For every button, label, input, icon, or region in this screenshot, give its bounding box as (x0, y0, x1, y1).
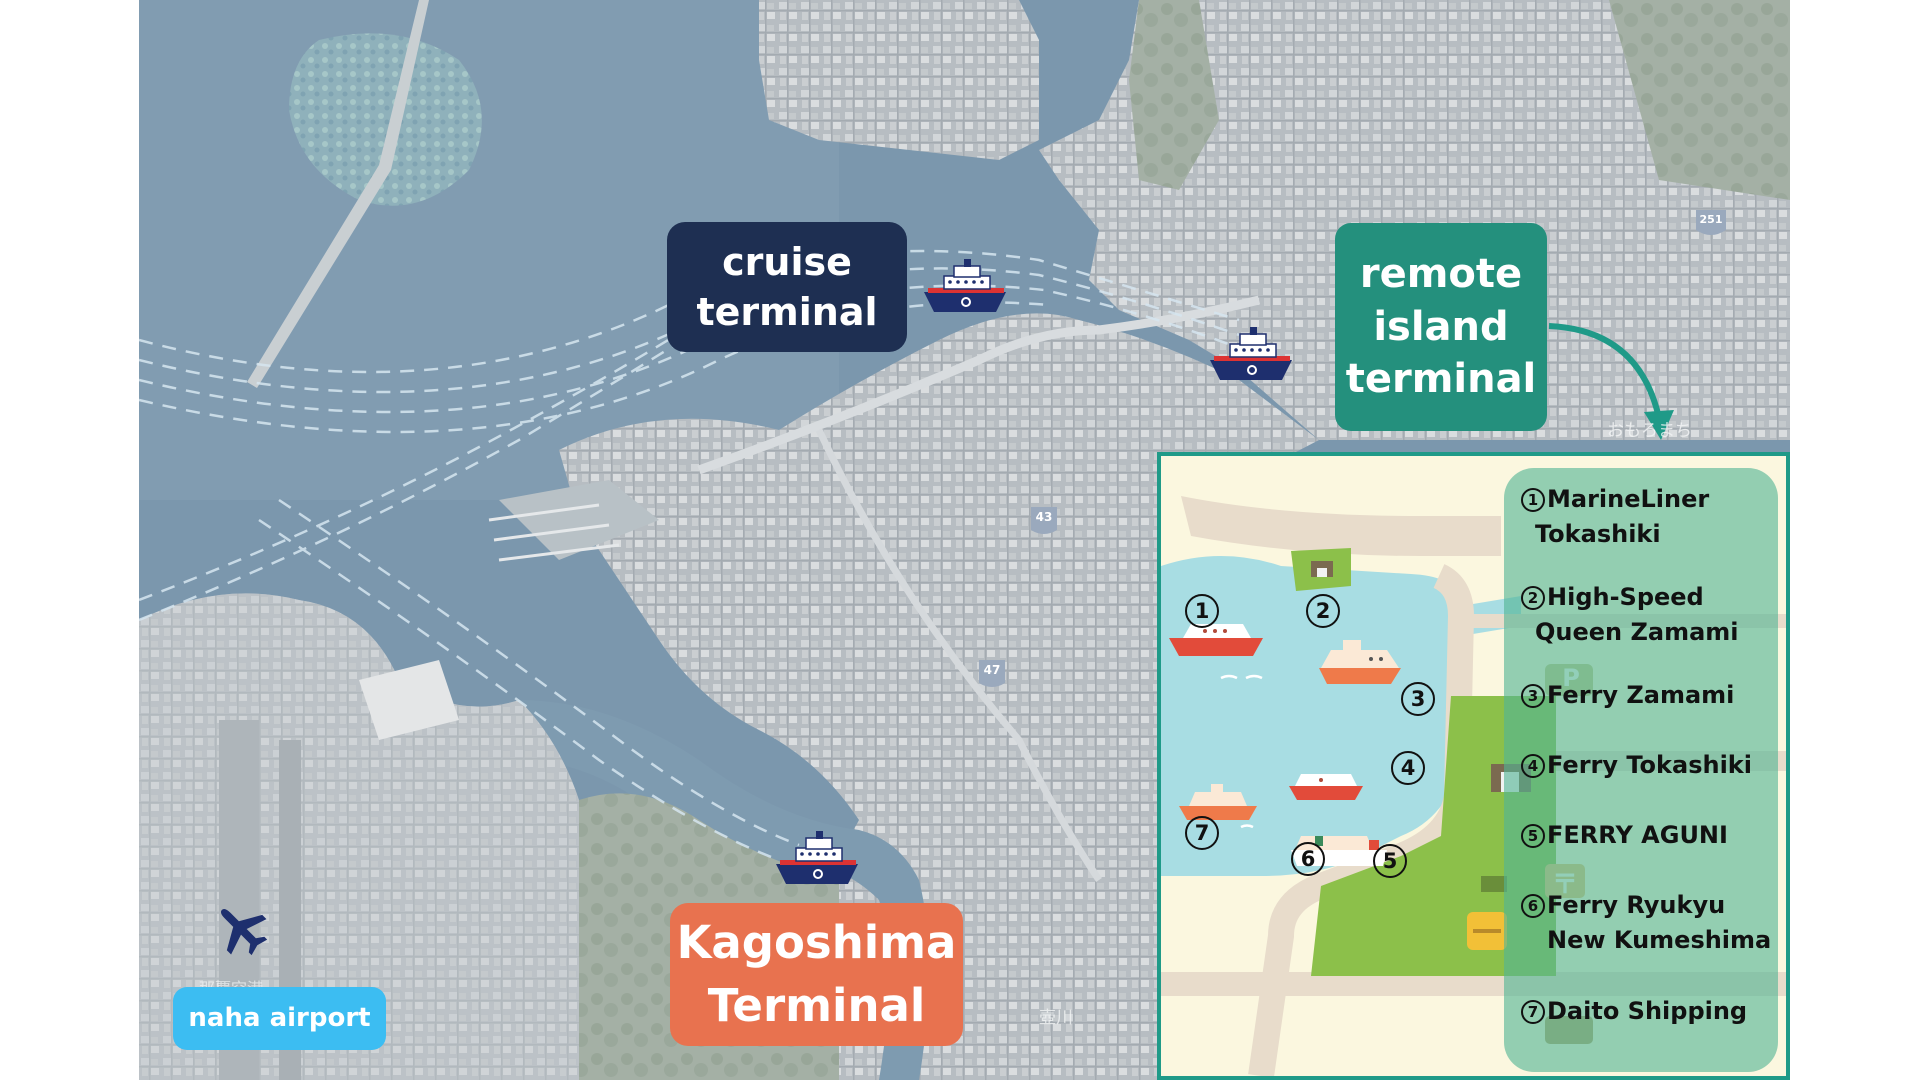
map-text-omoromachi: おもろまち (1607, 421, 1692, 441)
boat-icon (1319, 640, 1401, 684)
ship-icon (776, 831, 858, 884)
legend-num-2: 2 (1521, 586, 1545, 610)
marker-1: 1 (1185, 594, 1219, 628)
road-sign-label-43: 43 (1035, 510, 1053, 524)
arrow-icon (1548, 323, 1662, 419)
legend-text-5: FERRY AGUNI (1547, 821, 1728, 849)
map-text-tsubogawa: 壺川 (1039, 1008, 1073, 1028)
legend-text-4: Ferry Tokashiki (1547, 751, 1752, 779)
marker-4: 4 (1391, 751, 1425, 785)
legend-num-7: 7 (1521, 1000, 1545, 1024)
marker-3: 3 (1401, 682, 1435, 716)
marker-6: 6 (1291, 842, 1325, 876)
kagoshima-terminal-line-2: Terminal (707, 978, 926, 1032)
road-sign-label-47: 47 (983, 663, 1001, 677)
kagoshima-terminal-line-1: Kagoshima (676, 916, 957, 970)
naha-airport-text: naha airport (188, 1003, 371, 1034)
legend-text-2b: Queen Zamami (1535, 618, 1739, 646)
cruise-terminal-line-2: terminal (696, 290, 878, 334)
legend-panel (1504, 468, 1778, 1072)
remote-island-terminal-label: remote island terminal (1335, 223, 1547, 431)
legend-text-3: Ferry Zamami (1547, 681, 1735, 709)
legend-text-6a: Ferry Ryukyu (1547, 891, 1726, 919)
road-sign-47 (979, 660, 1005, 687)
kagoshima-terminal-label: Kagoshima Terminal (670, 903, 963, 1046)
legend-num-3: 3 (1521, 684, 1545, 708)
legend-text-7: Daito Shipping (1547, 997, 1748, 1025)
inset-illustration (1161, 496, 1786, 1076)
terminal-inset-map: P 〒 1 2 3 4 5 6 7 1 MarineLiner Tokashik… (1157, 452, 1790, 1080)
legend-num-4: 4 (1521, 754, 1545, 778)
naha-airport-label: naha airport (173, 987, 386, 1050)
legend-text-2a: High-Speed (1547, 583, 1704, 611)
remote-terminal-line-2: island (1373, 303, 1509, 350)
legend-num-6: 6 (1521, 894, 1545, 918)
legend-num-1: 1 (1521, 488, 1545, 512)
remote-terminal-line-3: terminal (1345, 356, 1537, 403)
legend-text-1b: Tokashiki (1535, 520, 1661, 548)
road-sign-251 (1696, 210, 1726, 235)
legend-num-5: 5 (1521, 824, 1545, 848)
airplane-icon (220, 908, 268, 956)
marker-5: 5 (1373, 844, 1407, 878)
ship-icon (1210, 327, 1292, 380)
marker-7: 7 (1185, 816, 1219, 850)
marker-2: 2 (1306, 594, 1340, 628)
cruise-terminal-label: cruise terminal (667, 222, 907, 352)
cruise-terminal-line-1: cruise (722, 239, 852, 284)
remote-terminal-line-1: remote (1359, 250, 1523, 297)
road-sign-43 (1031, 507, 1057, 534)
legend-text-6b: New Kumeshima (1547, 926, 1772, 954)
ship-icon (924, 259, 1006, 312)
road-sign-label-251: 251 (1699, 213, 1723, 226)
legend-text-1a: MarineLiner (1547, 485, 1710, 513)
boat-icon (1289, 774, 1363, 800)
